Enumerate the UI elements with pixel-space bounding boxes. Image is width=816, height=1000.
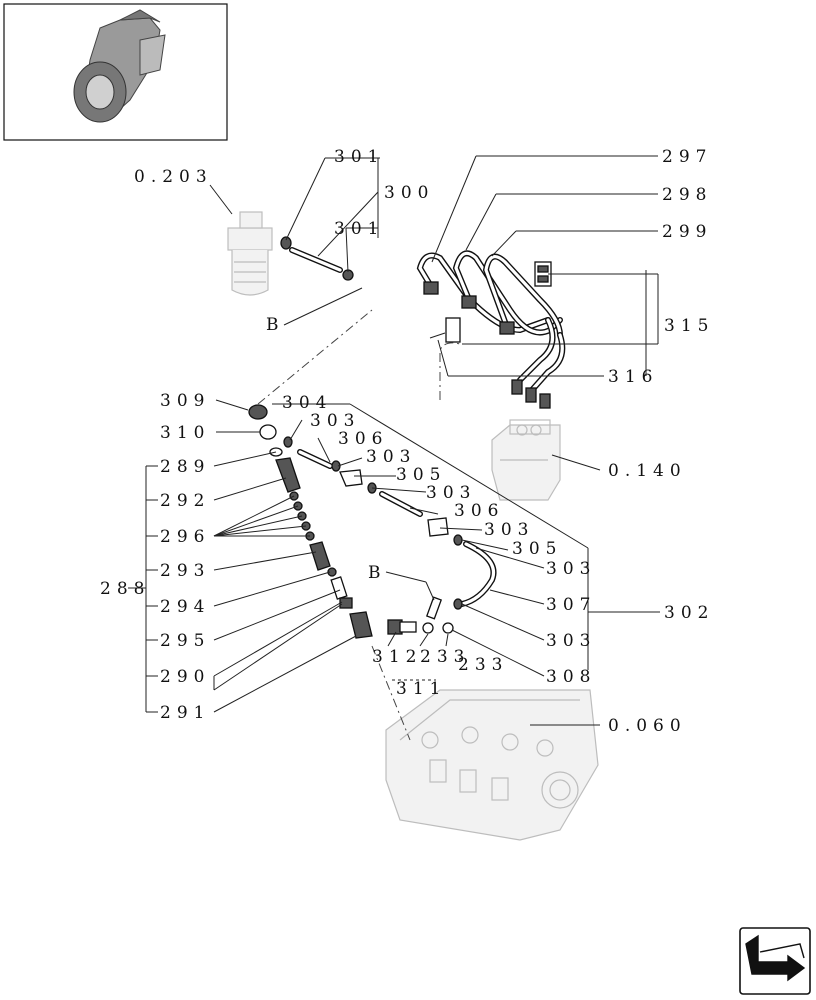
callout-298: 298 (662, 185, 712, 205)
injector-pipes (416, 250, 566, 409)
callout-312: 312 (372, 647, 422, 667)
callout-304: 304 (282, 393, 332, 413)
callout-294: 294 (160, 597, 210, 617)
callout-311: 311 (396, 679, 446, 699)
connection-lines (257, 309, 461, 741)
callout-292: 292 (160, 491, 210, 511)
callout-0060: 0.060 (608, 716, 687, 736)
callout-labels: 0.203 301 300 301 B 297 298 299 315 316 … (100, 147, 714, 736)
callout-291: 291 (160, 703, 210, 723)
injection-pump-ghost (491, 419, 561, 501)
callout-305-a: 305 (396, 465, 446, 485)
callout-301-top: 301 (334, 147, 384, 167)
callout-302: 302 (664, 603, 714, 623)
callout-301-lower: 301 (334, 219, 384, 239)
callout-297: 297 (662, 147, 712, 167)
engine-thumbnail[interactable] (3, 3, 228, 141)
arrow-icon (745, 934, 806, 982)
callout-306-b: 306 (454, 501, 504, 521)
next-page-button[interactable] (739, 927, 811, 995)
banjo-fittings (387, 596, 454, 635)
callout-309: 309 (160, 391, 210, 411)
callout-233-b: 233 (458, 655, 508, 675)
callout-299: 299 (662, 222, 712, 242)
callout-303-a: 303 (310, 411, 360, 431)
callout-0203: 0.203 (134, 167, 213, 187)
callout-b-lower: B (368, 563, 387, 583)
callout-b-top: B (266, 315, 285, 335)
callout-288: 288 (100, 579, 150, 599)
injector-assembly (248, 404, 373, 639)
callout-0140: 0.140 (608, 461, 687, 481)
callout-315: 315 (664, 316, 714, 336)
callout-308: 308 (546, 667, 596, 687)
callout-233-a: 233 (420, 647, 470, 667)
leader-lines (128, 155, 660, 726)
callout-303-d: 303 (484, 520, 534, 540)
callout-290: 290 (160, 667, 210, 687)
callout-306-a: 306 (338, 429, 388, 449)
callout-296: 296 (160, 527, 210, 547)
return-pipe-300 (280, 236, 354, 281)
callout-316: 316 (608, 367, 658, 387)
callout-303-e: 303 (546, 559, 596, 579)
clamp-315 (429, 261, 552, 343)
callout-295: 295 (160, 631, 210, 651)
callout-307: 307 (546, 595, 596, 615)
fuel-filter-ghost (227, 211, 273, 296)
callout-289: 289 (160, 457, 210, 477)
callout-293: 293 (160, 561, 210, 581)
callout-303-c: 303 (426, 483, 476, 503)
callout-310: 310 (160, 423, 210, 443)
callout-305-b: 305 (512, 539, 562, 559)
callout-300: 300 (384, 183, 434, 203)
cylinder-head-ghost (385, 689, 599, 841)
callout-303-b: 303 (366, 447, 416, 467)
callout-303-f: 303 (546, 631, 596, 651)
